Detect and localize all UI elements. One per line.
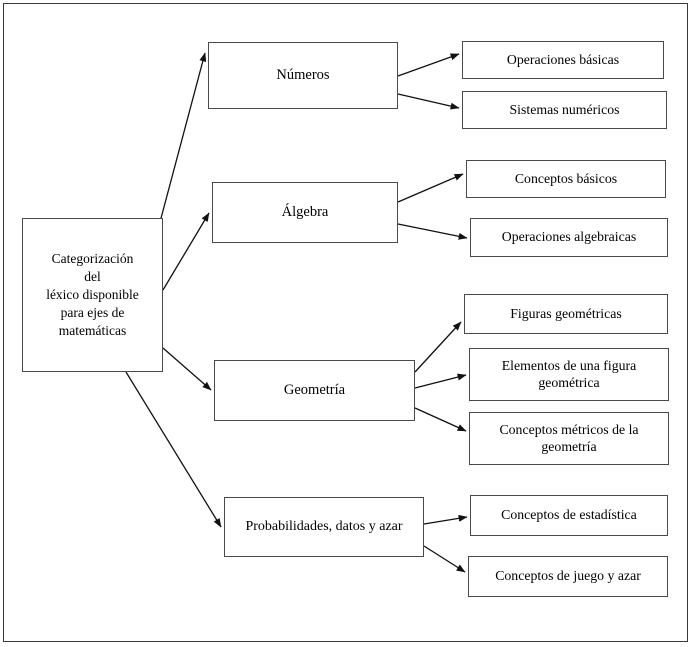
node-geometria[interactable]: Geometría: [214, 360, 415, 421]
node-conceptos-basicos[interactable]: Conceptos básicos: [466, 160, 666, 198]
node-conceptos-basicos-label: Conceptos básicos: [514, 170, 618, 186]
node-algebra[interactable]: Álgebra: [212, 182, 398, 243]
node-operaciones-algebraicas[interactable]: Operaciones algebraicas: [470, 218, 668, 257]
node-figuras-geometricas-label: Figuras geométricas: [510, 305, 622, 321]
node-sistemas-numericos[interactable]: Sistemas numéricos: [462, 91, 667, 129]
node-conceptos-metricos[interactable]: Conceptos métricos de la geometría: [469, 412, 669, 465]
node-operaciones-algebraicas-label: Operaciones algebraicas: [501, 229, 637, 245]
node-elementos-figura[interactable]: Elementos de una figura geométrica: [469, 348, 669, 401]
node-conceptos-juego[interactable]: Conceptos de juego y azar: [468, 556, 668, 597]
node-conceptos-estadistica[interactable]: Conceptos de estadística: [470, 495, 668, 536]
node-probabilidades[interactable]: Probabilidades, datos y azar: [224, 497, 424, 557]
node-numeros[interactable]: Números: [208, 42, 398, 109]
node-operaciones-basicas-label: Operaciones básicas: [506, 51, 620, 67]
node-geometria-label: Geometría: [283, 381, 346, 398]
node-probabilidades-label: Probabilidades, datos y azar: [245, 519, 403, 535]
node-figuras-geometricas[interactable]: Figuras geométricas: [464, 294, 668, 334]
node-sistemas-numericos-label: Sistemas numéricos: [509, 101, 620, 117]
node-conceptos-estadistica-label: Conceptos de estadística: [501, 507, 637, 523]
node-numeros-label: Números: [276, 66, 330, 83]
node-elementos-figura-label: Elementos de una figura geométrica: [501, 357, 637, 390]
node-algebra-label: Álgebra: [281, 203, 329, 220]
node-conceptos-metricos-label: Conceptos métricos de la geometría: [499, 421, 639, 454]
node-operaciones-basicas[interactable]: Operaciones básicas: [462, 41, 664, 79]
node-conceptos-juego-label: Conceptos de juego y azar: [495, 568, 641, 584]
